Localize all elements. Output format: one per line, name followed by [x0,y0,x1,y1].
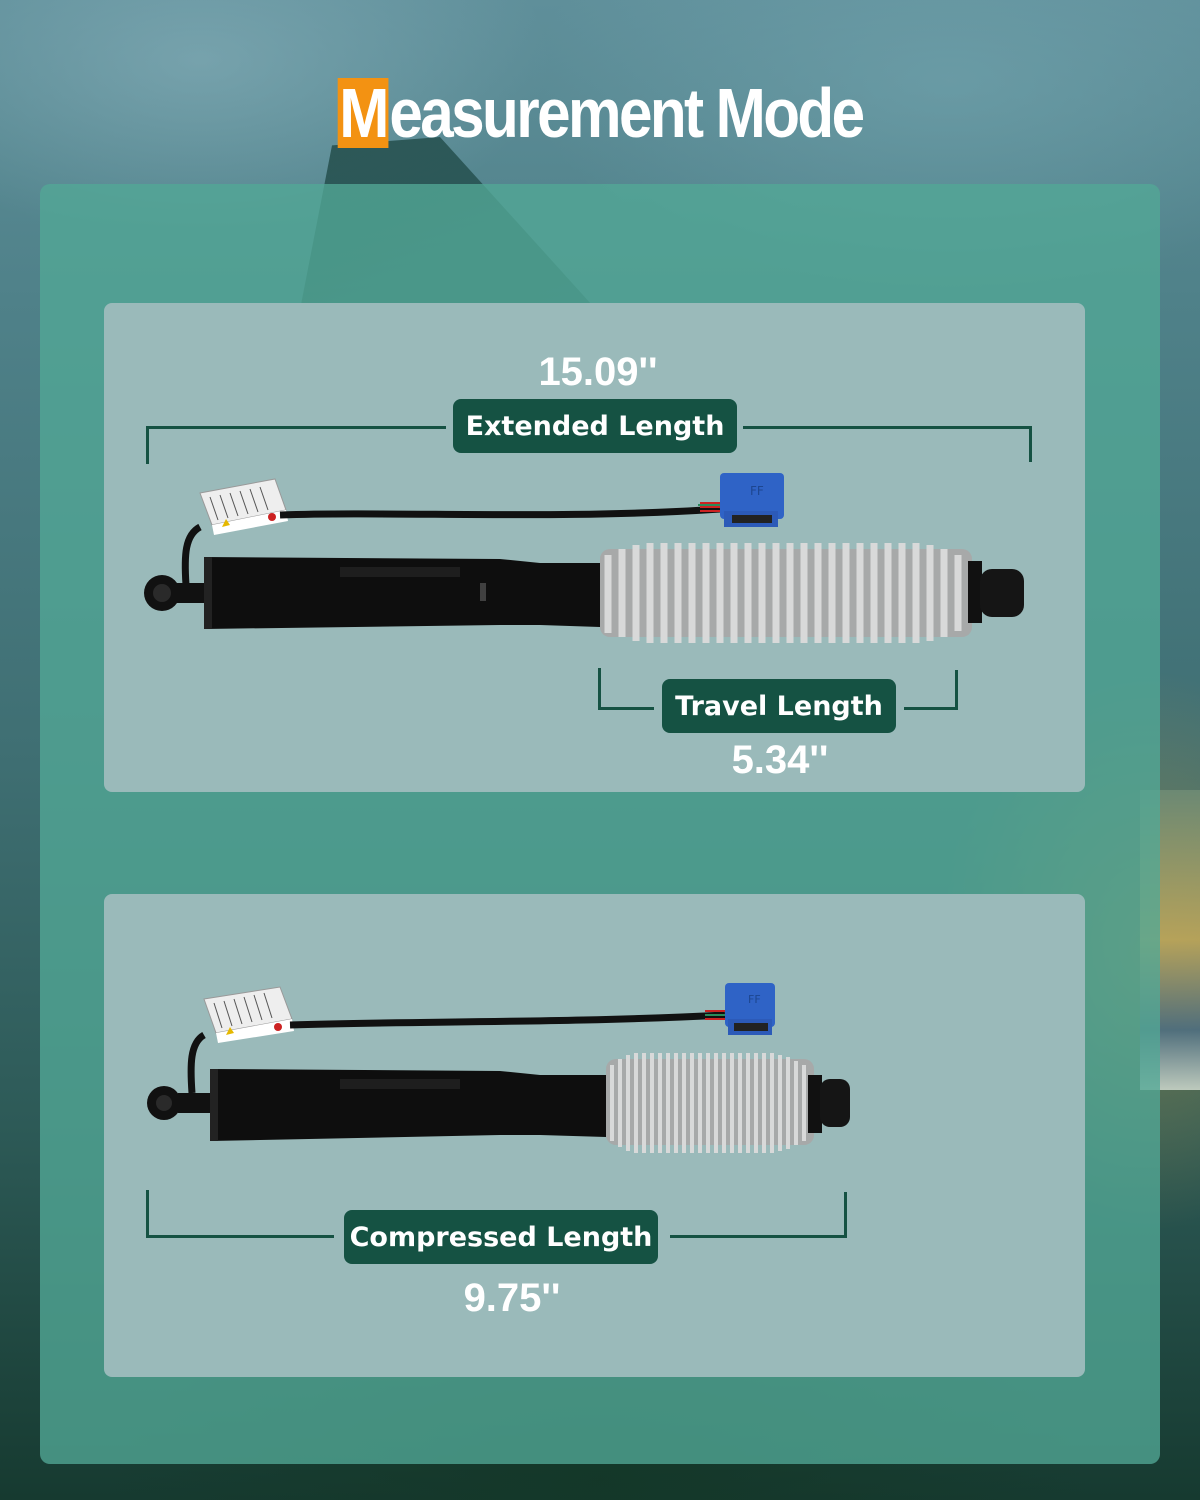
connector-icon: FF [720,473,784,527]
travel-bracket-right-tick [955,670,958,710]
travel-bracket-left-tick [598,668,601,710]
travel-length-label: Travel Length [662,679,896,733]
compressed-bracket-right-tick [844,1192,847,1238]
travel-bracket-right [904,707,958,710]
extended-bracket-right-tick [1029,426,1032,462]
extended-bracket-left-tick [146,426,149,464]
compressed-length-label: Compressed Length [344,1210,658,1264]
extended-bracket-right [743,426,1032,429]
extended-length-label: Extended Length [453,399,737,453]
page-title: Measurement Mode [84,78,1116,148]
compressed-bracket-left-tick [146,1190,149,1238]
strut-compressed-image: FF [147,983,850,1153]
compressed-bracket-right [670,1235,847,1238]
extended-length-value: 15.09'' [538,350,658,394]
extended-card [104,303,1085,792]
warning-label-icon [199,478,288,535]
strut-extended-image: FF [144,473,1024,643]
title-rest: easurement Mode [389,74,865,152]
compressed-length-value: 9.75'' [463,1276,561,1320]
svg-text:FF: FF [750,484,764,498]
travel-length-value: 5.34'' [731,738,829,782]
connector-icon: FF [725,983,775,1035]
travel-bracket-left [598,707,654,710]
compressed-bracket-left [146,1235,334,1238]
warning-label-icon [203,986,294,1043]
extended-bracket-left [146,426,446,429]
title-first-letter: M [337,74,389,152]
svg-text:FF: FF [748,993,761,1006]
